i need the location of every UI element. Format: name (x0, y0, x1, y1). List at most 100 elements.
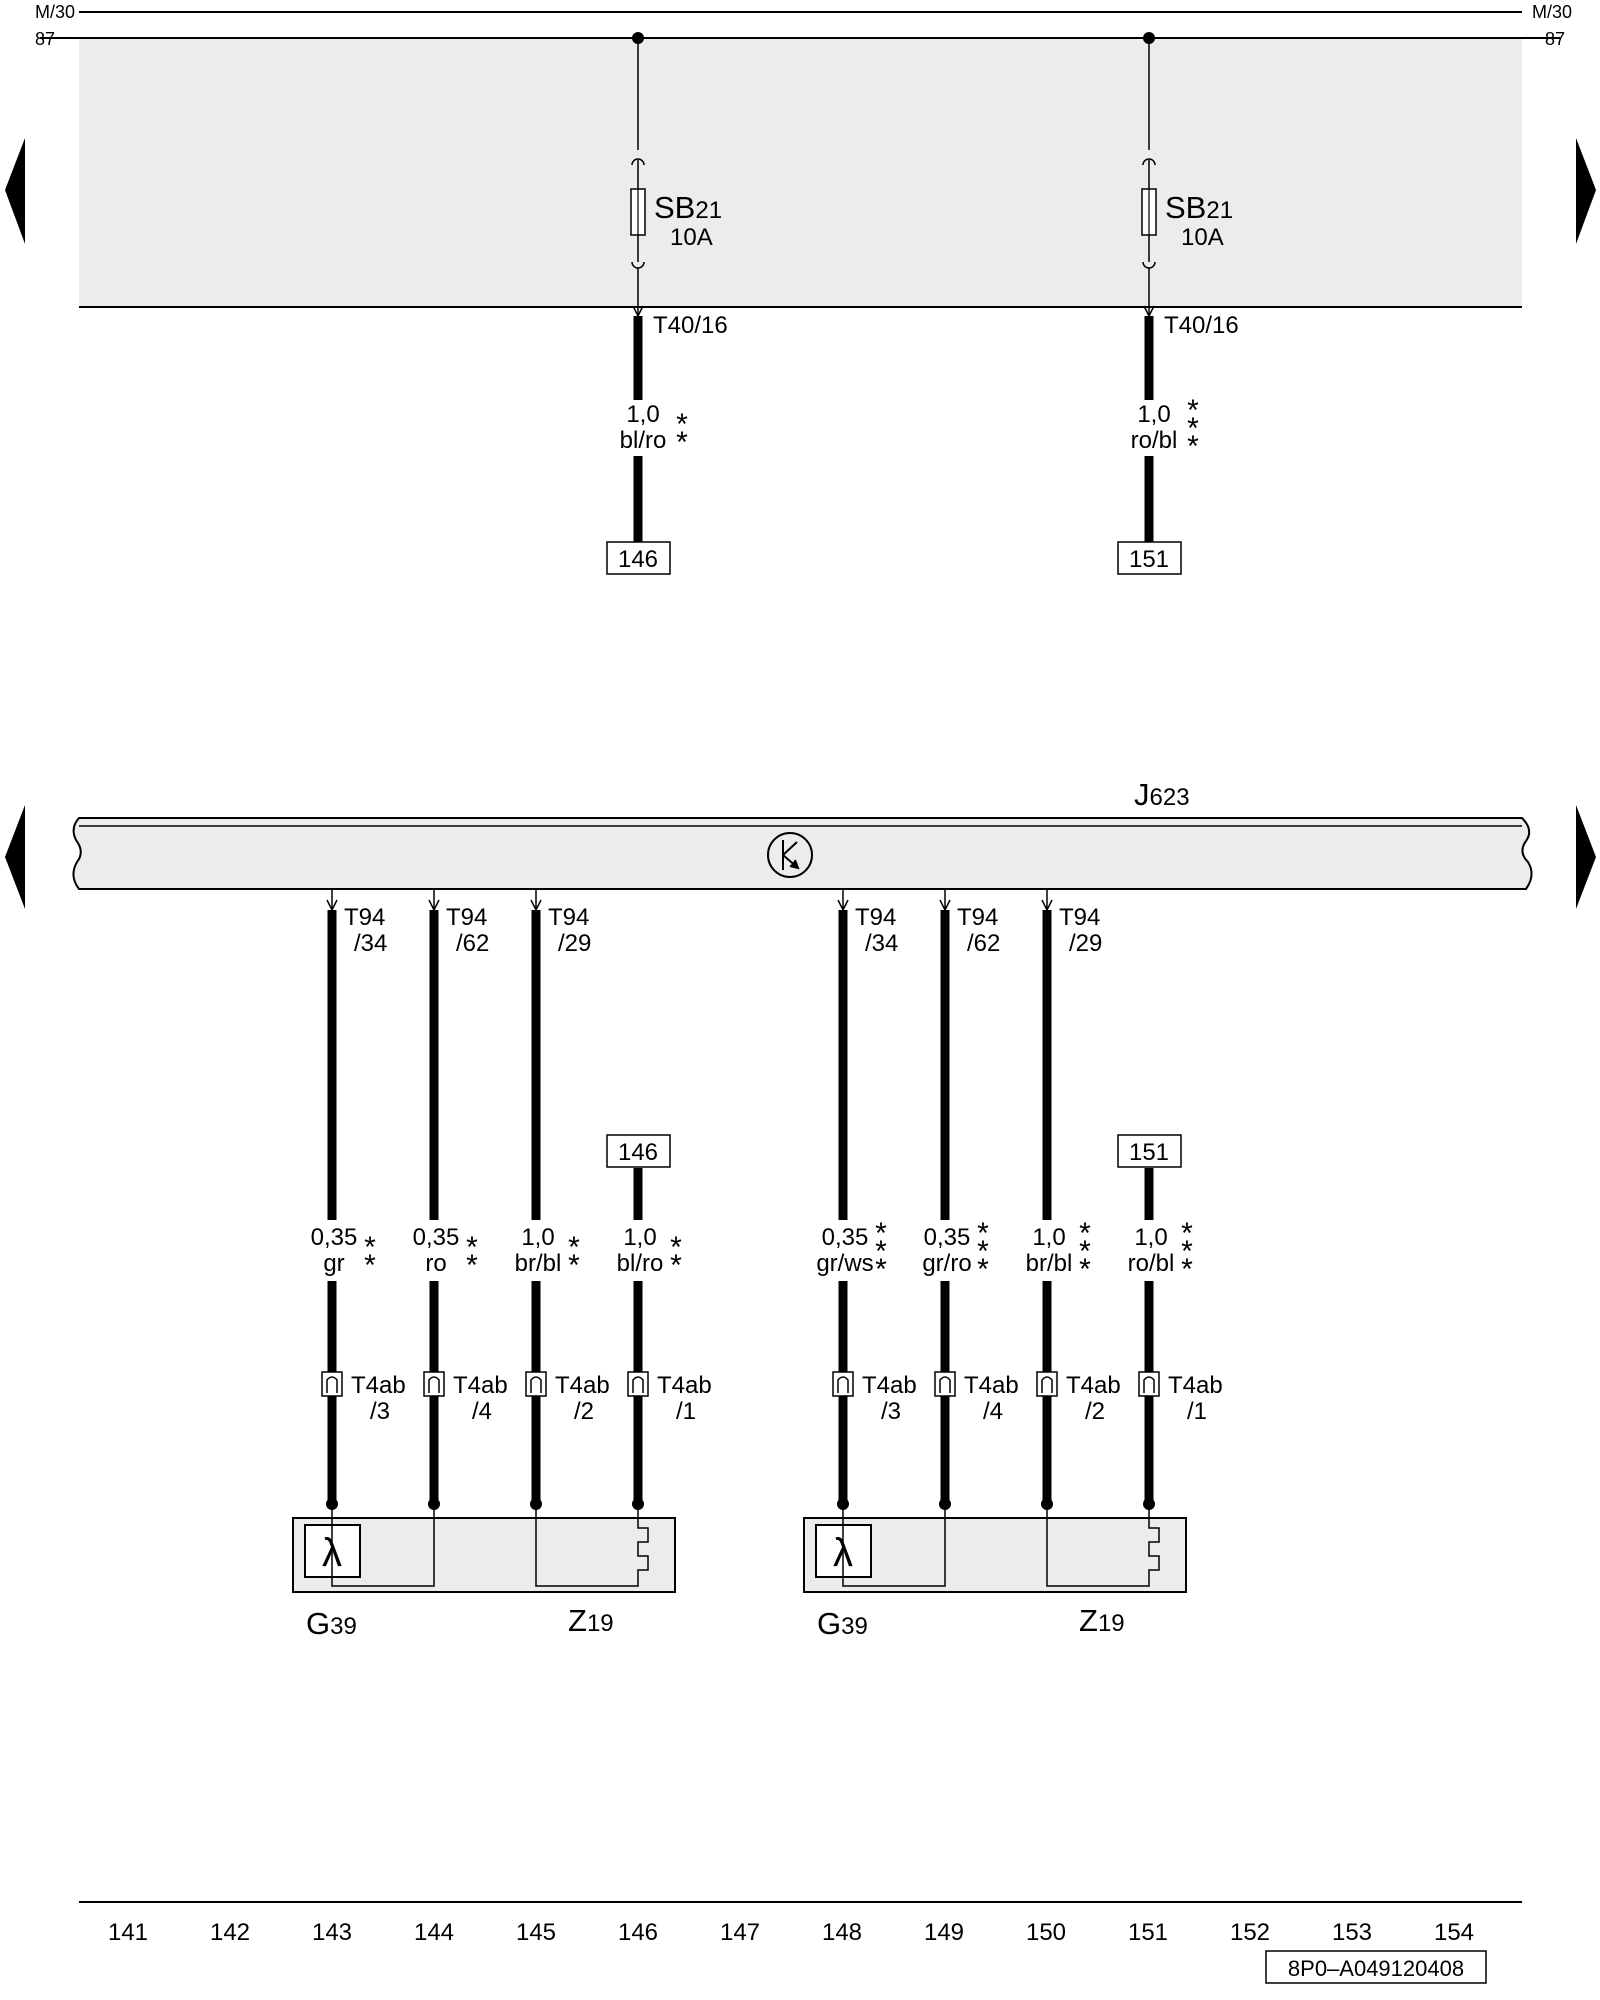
page-previous-arrow-icon-2[interactable] (5, 805, 25, 909)
transistor-icon (767, 832, 813, 878)
wire-color: gr/ws (816, 1250, 873, 1277)
connector-label: T4ab (862, 1372, 917, 1399)
connector-icon (321, 1371, 343, 1397)
star-marker: * (1187, 412, 1199, 445)
fuse-wire-size: 1,0 (626, 401, 659, 428)
star-marker: * (568, 1231, 580, 1264)
wire-color: br/bl (1026, 1250, 1073, 1277)
wire-stars: *** (1181, 1217, 1193, 1286)
wire-stars: *** (977, 1217, 989, 1286)
fuse-label: SB21 (1165, 190, 1233, 225)
connector-pin-number: /3 (881, 1398, 901, 1425)
connector-icon (934, 1371, 956, 1397)
fuse-wire-color: ro/bl (1131, 427, 1178, 454)
column-number: 146 (618, 1919, 658, 1946)
connector-pin (837, 1376, 849, 1393)
heater-resistor-icon (535, 1504, 649, 1587)
star-marker: * (568, 1249, 580, 1282)
fuse-branch-1: SB21 10A T40/16 1,0 bl/ro ** 146 (606, 32, 728, 575)
page-next-arrow-icon[interactable] (1576, 138, 1596, 244)
column-number: 147 (720, 1919, 760, 1946)
connector-label: T4ab (555, 1372, 610, 1399)
star-marker: * (676, 426, 688, 459)
star-marker: * (670, 1249, 682, 1282)
wire-size: 1,0 (521, 1224, 554, 1251)
ref-box (1117, 1134, 1182, 1168)
fuse-branch-2: SB21 10A T40/16 1,0 ro/bl *** 151 (1117, 32, 1239, 575)
ecu-pin-number: /62 (967, 930, 1000, 957)
ecu-pin-label: T94 (548, 904, 589, 931)
connector-icon (423, 1371, 445, 1397)
connector-label: T4ab (1168, 1372, 1223, 1399)
star-marker: * (1079, 1253, 1091, 1286)
ecu-pin-number: /29 (1069, 930, 1102, 957)
transistor-symbol (782, 840, 800, 870)
connector-icon (525, 1371, 547, 1397)
ecu-pin-number: /34 (354, 930, 387, 957)
wire-size: 0,35 (311, 1224, 358, 1251)
connector-icon (627, 1371, 649, 1397)
sensor-label: G39 (306, 1606, 357, 1641)
fuse-wire-color: bl/ro (620, 427, 667, 454)
star-marker: * (466, 1249, 478, 1282)
star-marker: * (364, 1249, 376, 1282)
star-marker: * (875, 1253, 887, 1286)
page-next-arrow-icon-2[interactable] (1576, 805, 1596, 909)
sensor-group-1: T94/340,35gr**T4ab/3T94/620,35ro**T4ab/4… (292, 889, 712, 1641)
sensor-component: λ (803, 1504, 1187, 1593)
bus-label-right-top: M/30 (1532, 2, 1572, 22)
page-previous-arrow-icon[interactable] (5, 138, 25, 244)
connector-icon (1138, 1371, 1160, 1397)
wire-color: gr/ro (922, 1250, 971, 1277)
connector-pin-number: /1 (1187, 1398, 1207, 1425)
ecu-pin-label: T94 (855, 904, 896, 931)
ecu-pin-label: T94 (344, 904, 385, 931)
star-marker: * (1181, 1217, 1193, 1250)
fuse-wire-size: 1,0 (1137, 401, 1170, 428)
fuse-label: SB21 (654, 190, 722, 225)
wire-stars: ** (670, 1231, 682, 1282)
column-number: 150 (1026, 1919, 1066, 1946)
wire-size: 1,0 (1032, 1224, 1065, 1251)
ecu-pin-number: /62 (456, 930, 489, 957)
fuse-connector-label: T40/16 (653, 312, 728, 339)
wire-color: ro/bl (1128, 1250, 1175, 1277)
star-marker: * (1079, 1235, 1091, 1268)
star-marker: * (1187, 394, 1199, 427)
wire-color: br/bl (515, 1250, 562, 1277)
heater-label: Z19 (568, 1603, 614, 1638)
connector-label: T4ab (657, 1372, 712, 1399)
wire-3: T94/291,0br/bl**T4ab/2 (515, 889, 610, 1510)
star-marker: * (364, 1231, 376, 1264)
wire-color: gr (323, 1250, 344, 1277)
connector-pin-number: /4 (472, 1398, 492, 1425)
connector-pin-number: /2 (574, 1398, 594, 1425)
doc-id: 8P0–A049120408 (1288, 1956, 1464, 1981)
wire-size: 0,35 (924, 1224, 971, 1251)
connector-pin (1041, 1376, 1053, 1393)
bus-label-left-top: M/30 (35, 2, 75, 22)
wire-stars: *** (875, 1217, 887, 1286)
star-marker: * (875, 1235, 887, 1268)
wire-stars: ** (568, 1231, 580, 1282)
wire-color: bl/ro (617, 1250, 664, 1277)
connector-pin (632, 1376, 644, 1393)
star-marker: * (670, 1231, 682, 1264)
sensor-groups: T94/340,35gr**T4ab/3T94/620,35ro**T4ab/4… (292, 889, 1223, 1641)
star-marker: * (1181, 1235, 1193, 1268)
ref-box (606, 1134, 671, 1168)
connector-pin (1143, 1376, 1155, 1393)
fuse-wire-stars: ** (676, 408, 688, 459)
fuse-socket-top (631, 158, 645, 166)
column-number: 143 (312, 1919, 352, 1946)
fuse-connector-label: T40/16 (1164, 312, 1239, 339)
column-number: 149 (924, 1919, 964, 1946)
fuse-ref-label: 146 (618, 546, 658, 573)
star-marker: * (1187, 430, 1199, 463)
